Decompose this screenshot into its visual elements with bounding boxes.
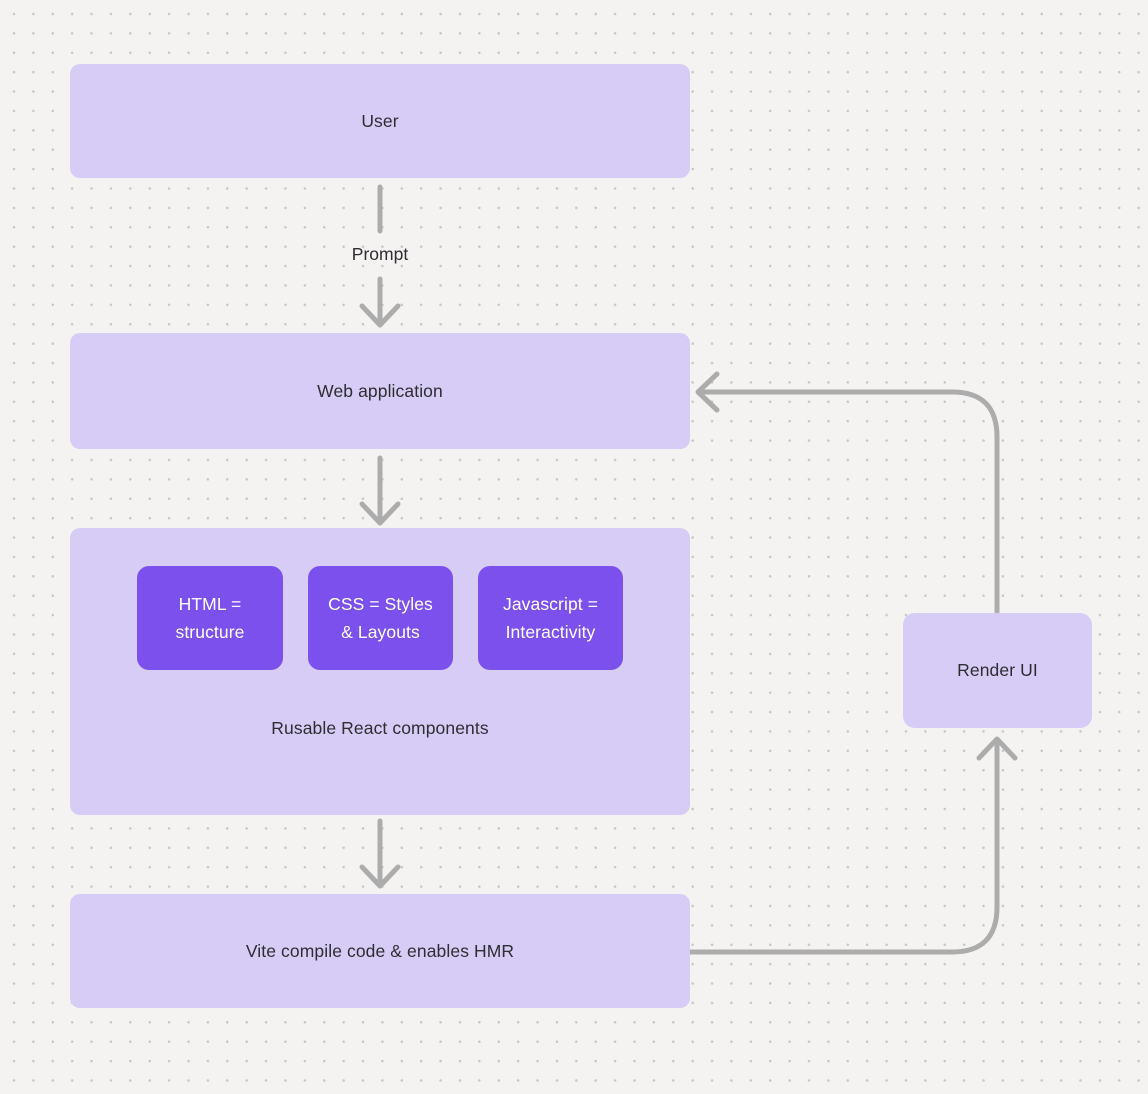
node-web-application: Web application: [70, 333, 690, 449]
arrowhead-down-webapp: [359, 303, 401, 328]
node-vite: Vite compile code & enables HMR: [70, 894, 690, 1008]
node-css: CSS = Styles & Layouts: [308, 566, 453, 670]
node-web-application-label: Web application: [317, 380, 443, 401]
node-components-container: HTML = structure CSS = Styles & Layouts …: [70, 528, 690, 815]
edge-vite-to-renderui: [687, 739, 1000, 955]
node-render-ui: Render UI: [903, 613, 1092, 728]
node-vite-label: Vite compile code & enables HMR: [245, 940, 515, 961]
node-html-label: HTML = structure: [175, 594, 245, 642]
node-css-label: CSS = Styles & Layouts: [328, 594, 433, 642]
node-javascript: Javascript = Interactivity: [478, 566, 623, 670]
components-container-caption: Rusable React components: [271, 718, 489, 738]
arrowhead-up-renderui: [976, 736, 1018, 761]
node-user-label: User: [361, 110, 399, 131]
node-user: User: [70, 64, 690, 178]
arrowhead-left-webapp: [695, 371, 720, 413]
node-html: HTML = structure: [137, 566, 283, 670]
edge-renderui-to-webapp: [698, 389, 1000, 615]
arrowhead-down-components: [359, 501, 401, 526]
node-javascript-label: Javascript = Interactivity: [502, 594, 599, 642]
node-render-ui-label: Render UI: [957, 660, 1038, 680]
arrowhead-down-vite: [359, 864, 401, 889]
edge-label-prompt: Prompt: [351, 244, 409, 264]
